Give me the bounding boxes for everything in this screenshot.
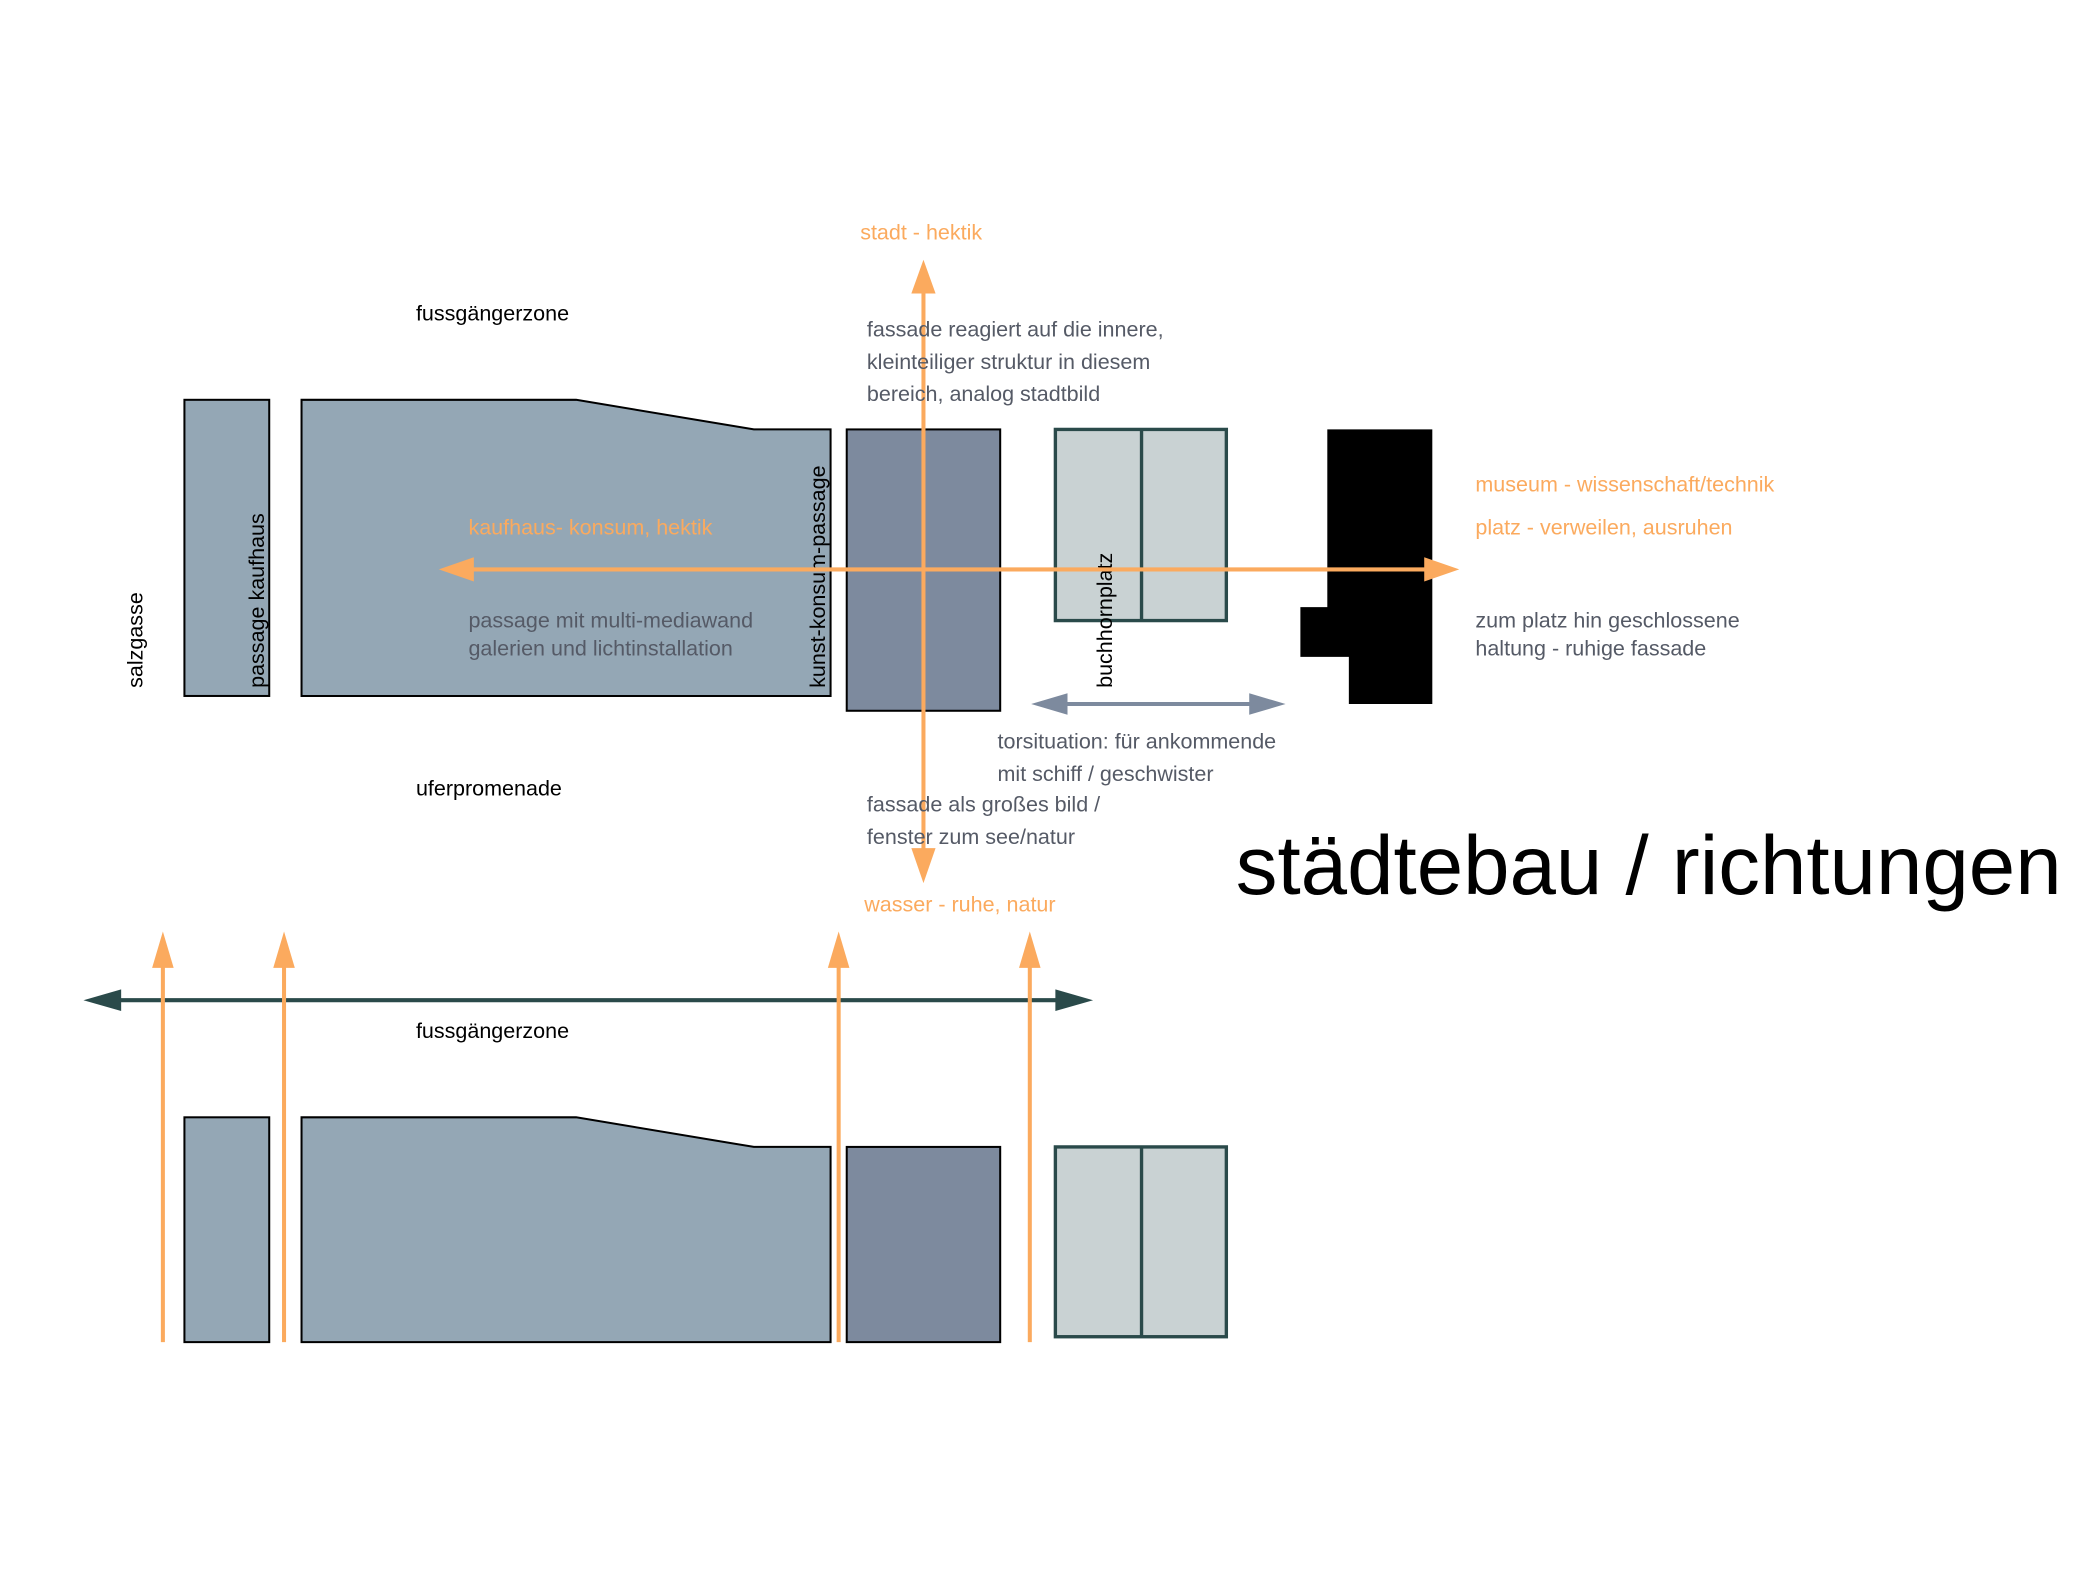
fussgaengerzone-right-head-icon [1055,989,1094,1011]
elevation-kaufhaus [300,1116,832,1344]
view-arrow-head-icon [827,931,850,968]
direction-wasser: wasser - ruhe, natur [863,892,1055,916]
label-kunst-konsum-passage: kunst-konsum-passage [806,465,830,687]
arrow-right-head-icon [1424,557,1460,582]
label-fussgaengerzone-top: fussgängerzone [416,301,569,325]
label-fussgaengerzone-bottom: fussgängerzone [416,1019,569,1043]
view-arrow-head-icon [152,931,174,968]
arrow-left-head-icon [438,557,474,582]
elevation-passage-kaufhaus [183,1116,271,1344]
label-passage-kaufhaus: passage kaufhaus [245,513,269,688]
view-arrow-head-icon [273,931,295,968]
fussgaengerzone-left-head-icon [83,989,122,1011]
elevation-kunst-konsum [845,1145,1002,1344]
direction-stadt: stadt - hektik [860,221,982,245]
building-museum [1300,429,1433,705]
label-uferpromenade: uferpromenade [416,777,562,801]
label-buchhornplatz: buchhornplatz [1093,553,1117,688]
arrow-down-head-icon [911,848,936,884]
note-passage: passage mit multi-mediawand galerien und… [468,608,759,660]
note-fassade-top: fassade reagiert auf die innere, kleinte… [867,318,1170,407]
note-fassade-bottom: fassade als großes bild / fenster zum se… [867,793,1106,849]
note-torsituation: torsituation: für ankommende mit schiff … [998,729,1283,785]
direction-platz: platz - verweilen, ausruhen [1475,515,1732,539]
direction-kaufhaus: kaufhaus- konsum, hektik [468,515,712,539]
direction-museum: museum - wissenschaft/technik [1475,472,1774,496]
view-arrows [152,931,1041,1343]
building-kaufhaus [300,398,832,697]
building-passage-kaufhaus [183,398,271,697]
label-salzgasse: salzgasse [124,592,148,688]
note-platz: zum platz hin geschlossene haltung - ruh… [1475,608,1745,660]
view-arrow-head-icon [1019,931,1041,968]
page-title: städtebau / richtungen [1236,818,2062,912]
torsituation-left-head-icon [1031,693,1068,715]
arrow-up-head-icon [911,259,936,294]
torsituation-right-head-icon [1249,693,1286,715]
